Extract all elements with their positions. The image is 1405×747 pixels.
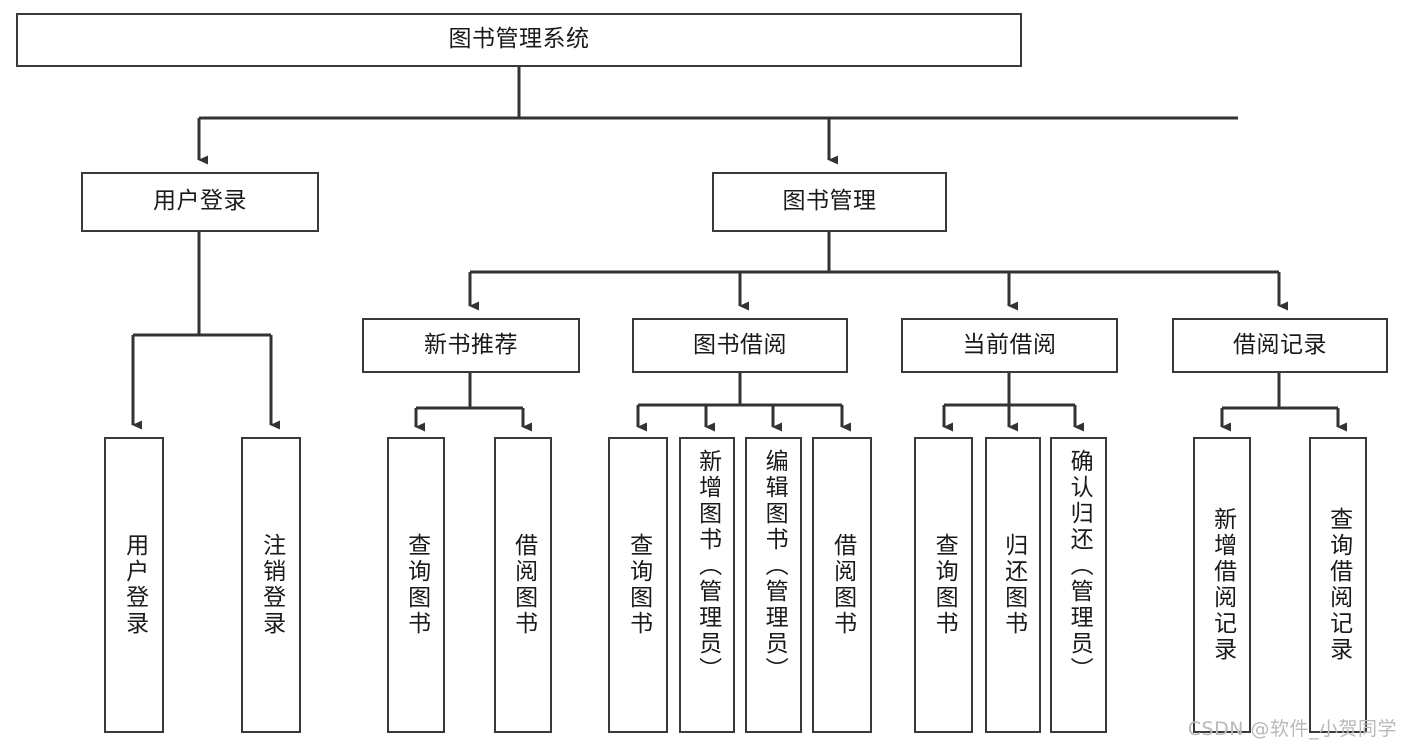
node-book-management[interactable]: 图书管理 [712, 172, 947, 232]
leaf-query-borrow-record[interactable]: 查询借阅记录 [1309, 437, 1367, 733]
leaf-return-book[interactable]: 归还图书 [985, 437, 1041, 733]
leaf-borrow-book-recommend[interactable]: 借阅图书 [494, 437, 552, 733]
node-label: 借阅记录 [1233, 331, 1327, 358]
node-label: 新增借阅记录 [1209, 507, 1236, 663]
node-label: 新增图书（管理员） [694, 449, 721, 683]
node-label: 注销登录 [258, 533, 285, 637]
csdn-watermark: CSDN @软件_小贺同学 [1187, 718, 1397, 740]
leaf-logout[interactable]: 注销登录 [241, 437, 301, 733]
node-user-login[interactable]: 用户登录 [81, 172, 319, 232]
leaf-borrow-book[interactable]: 借阅图书 [812, 437, 872, 733]
leaf-edit-book-admin[interactable]: 编辑图书（管理员） [745, 437, 802, 733]
node-label: 查询借阅记录 [1325, 507, 1352, 663]
node-label: 当前借阅 [962, 331, 1057, 358]
node-root-system[interactable]: 图书管理系统 [16, 13, 1022, 67]
leaf-add-book-admin[interactable]: 新增图书（管理员） [679, 437, 735, 733]
node-book-borrow[interactable]: 图书借阅 [632, 318, 848, 373]
node-new-book-recommend[interactable]: 新书推荐 [362, 318, 580, 373]
node-label: 用户登录 [121, 533, 148, 637]
leaf-add-borrow-record[interactable]: 新增借阅记录 [1193, 437, 1251, 733]
node-label: 编辑图书（管理员） [761, 449, 788, 683]
node-borrow-record[interactable]: 借阅记录 [1172, 318, 1388, 373]
leaf-query-book-current[interactable]: 查询图书 [914, 437, 973, 733]
node-label: 图书管理系统 [448, 26, 590, 53]
node-label: 借阅图书 [829, 533, 856, 637]
node-label: 查询图书 [931, 533, 958, 637]
node-label: 借阅图书 [510, 533, 537, 637]
leaf-query-book-borrow[interactable]: 查询图书 [608, 437, 668, 733]
node-label: 归还图书 [1000, 533, 1027, 637]
leaf-query-book-recommend[interactable]: 查询图书 [387, 437, 445, 733]
node-label: 查询图书 [403, 533, 430, 637]
node-label: 图书借阅 [693, 331, 787, 358]
node-label: 图书管理 [782, 188, 877, 215]
node-label: 新书推荐 [424, 331, 518, 358]
leaf-confirm-return-admin[interactable]: 确认归还（管理员） [1050, 437, 1107, 733]
node-label: 用户登录 [153, 188, 247, 215]
node-label: 确认归还（管理员） [1066, 449, 1093, 683]
node-label: 查询图书 [625, 533, 652, 637]
node-current-borrow[interactable]: 当前借阅 [901, 318, 1118, 373]
leaf-user-login[interactable]: 用户登录 [104, 437, 164, 733]
